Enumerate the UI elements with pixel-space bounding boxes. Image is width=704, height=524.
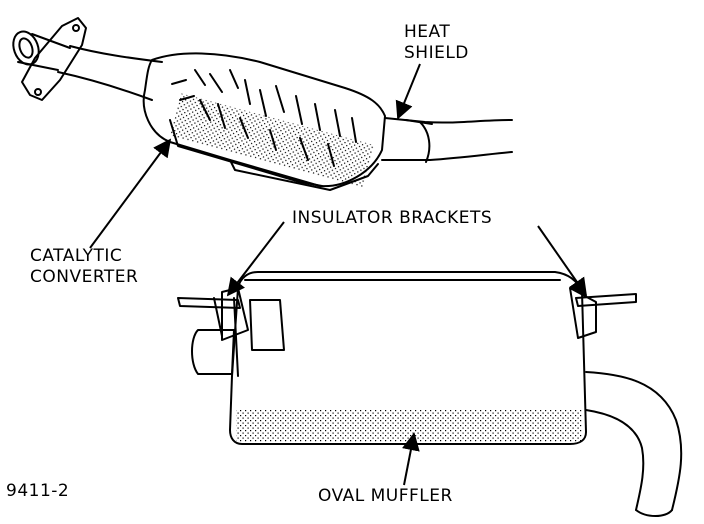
- muffler-tailpipe: [585, 371, 683, 517]
- figure-number: 9411-2: [6, 481, 70, 501]
- inlet-pipe: [57, 45, 163, 101]
- insulator-bracket-right-arrow: [537, 225, 588, 297]
- insulator-brackets-label: INSULATOR BRACKETS: [292, 208, 493, 228]
- catalytic-converter-label-line2: CONVERTER: [30, 267, 139, 287]
- leader-arrows: [89, 63, 588, 486]
- catalytic-converter-label: CATALYTIC CONVERTER: [30, 246, 138, 288]
- catalytic-converter-label-line1: CATALYTIC: [30, 246, 123, 266]
- outlet-pipe: [381, 117, 513, 163]
- catalytic-converter-arrow: [89, 138, 172, 249]
- insulator-bracket-left-arrow: [226, 221, 285, 297]
- heat-shield-arrow: [395, 63, 421, 120]
- muffler-inlet-stub: [191, 329, 235, 375]
- heat-shield-label-line2: SHIELD: [404, 43, 469, 63]
- oval-muffler-arrow: [402, 432, 420, 486]
- heat-shield-label-line1: HEAT: [404, 22, 451, 42]
- insulator-bracket-right: [569, 287, 637, 339]
- heat-shield-label: HEAT SHIELD: [404, 22, 469, 64]
- inlet-flange: [12, 17, 87, 101]
- oval-muffler-label: OVAL MUFFLER: [318, 486, 453, 506]
